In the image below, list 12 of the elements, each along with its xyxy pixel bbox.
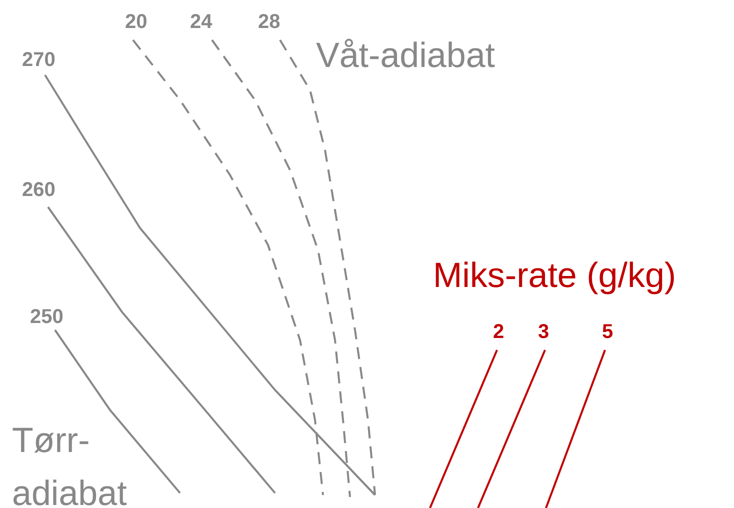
line-value: 24	[190, 12, 212, 32]
line-value: 260	[22, 180, 56, 200]
line-value: 2	[493, 322, 504, 342]
line-value: 270	[22, 50, 56, 70]
line-value: 3	[538, 322, 550, 342]
axis-title: Miks-rate (g/kg)	[433, 258, 676, 293]
line-value: 28	[258, 12, 280, 32]
axis-title: Våt-adiabat	[316, 38, 496, 73]
line-value: 250	[30, 307, 64, 327]
axis-title: Tørr- adiabat	[12, 420, 128, 508]
line-value: 5	[602, 322, 614, 342]
line-value: 20	[125, 12, 148, 32]
